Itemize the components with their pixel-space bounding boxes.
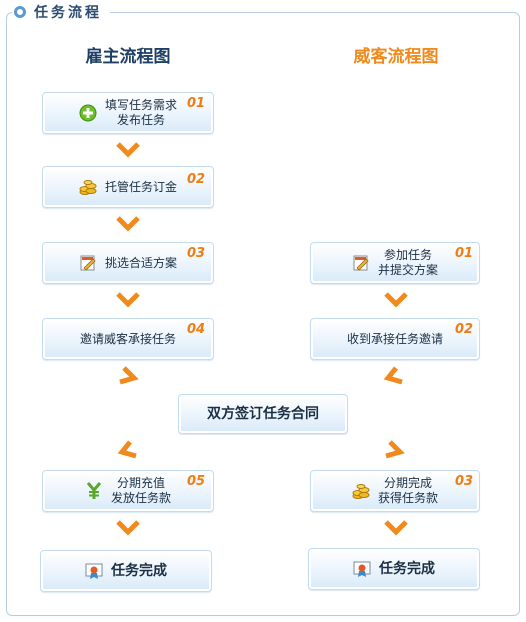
step-label: 分期完成 — [383, 476, 432, 490]
employer-step-3[interactable]: 挑选合适方案 — [42, 242, 214, 284]
down-right-arrow-icon — [385, 440, 405, 459]
step-label: 发布任务 — [116, 113, 165, 127]
down-arrow-icon — [384, 520, 408, 536]
step-label: 挑选合适方案 — [104, 255, 177, 270]
coins-icon — [79, 180, 97, 195]
step-label: 任务完成 — [111, 562, 167, 579]
employer-step-2[interactable]: 托管任务订金 — [42, 166, 214, 208]
step-label: 分期充值 — [116, 476, 165, 490]
employer-flow-title: 雇主流程图 — [85, 47, 171, 67]
step-label: 填写任务需求 — [104, 98, 177, 112]
step-number: 02 — [455, 322, 474, 337]
step-label: 并提交方案 — [377, 263, 438, 277]
certificate-icon — [353, 561, 371, 577]
yen-icon — [86, 482, 102, 499]
witkey-step-2[interactable]: 收到承接任务邀请 — [310, 318, 480, 360]
coins-icon — [352, 484, 370, 499]
contract-label: 双方签订任务合同 — [207, 405, 319, 422]
document-pen-icon — [353, 255, 369, 271]
down-right-arrow-icon — [119, 366, 139, 385]
down-left-arrow-icon — [383, 366, 403, 385]
step-label: 获得任务款 — [377, 491, 438, 505]
down-arrow-icon — [116, 142, 140, 158]
step-label: 邀请威客承接任务 — [79, 331, 176, 346]
step-number: 03 — [455, 474, 474, 489]
certificate-icon — [85, 563, 103, 579]
witkey-step-3[interactable]: 分期完成获得任务款 — [310, 470, 480, 512]
employer-step-1[interactable]: 填写任务需求发布任务 — [42, 92, 214, 134]
down-left-arrow-icon — [117, 440, 137, 459]
step-label: 参加任务 — [383, 248, 432, 262]
step-number: 03 — [187, 246, 206, 261]
plus-circle-icon — [79, 104, 97, 122]
step-label: 托管任务订金 — [104, 179, 177, 194]
step-number: 05 — [187, 474, 206, 489]
down-arrow-icon — [116, 292, 140, 308]
section-header: 任务流程 — [12, 2, 110, 22]
contract-step[interactable]: 双方签订任务合同 — [178, 394, 348, 434]
down-arrow-icon — [384, 292, 408, 308]
witkey-step-1[interactable]: 参加任务并提交方案 — [310, 242, 480, 284]
witkey-flow-title: 威客流程图 — [353, 47, 439, 67]
step-number: 01 — [187, 96, 206, 111]
document-pen-icon — [80, 255, 96, 271]
employer-step-4[interactable]: 邀请威客承接任务 — [42, 318, 214, 360]
step-label: 任务完成 — [379, 560, 435, 577]
step-label: 发放任务款 — [110, 491, 171, 505]
down-arrow-icon — [116, 520, 140, 536]
step-label: 收到承接任务邀请 — [346, 331, 443, 346]
down-arrow-icon — [116, 216, 140, 232]
step-number: 02 — [187, 172, 206, 187]
employer-step-5[interactable]: 分期充值发放任务款 — [42, 470, 214, 512]
witkey-step-4[interactable]: 任务完成 — [308, 548, 480, 590]
step-number: 04 — [187, 322, 206, 337]
step-number: 01 — [455, 246, 474, 261]
circle-bullet-icon — [14, 6, 26, 18]
flow-frame — [6, 12, 520, 616]
employer-step-6[interactable]: 任务完成 — [40, 550, 212, 592]
section-title: 任务流程 — [34, 5, 102, 21]
